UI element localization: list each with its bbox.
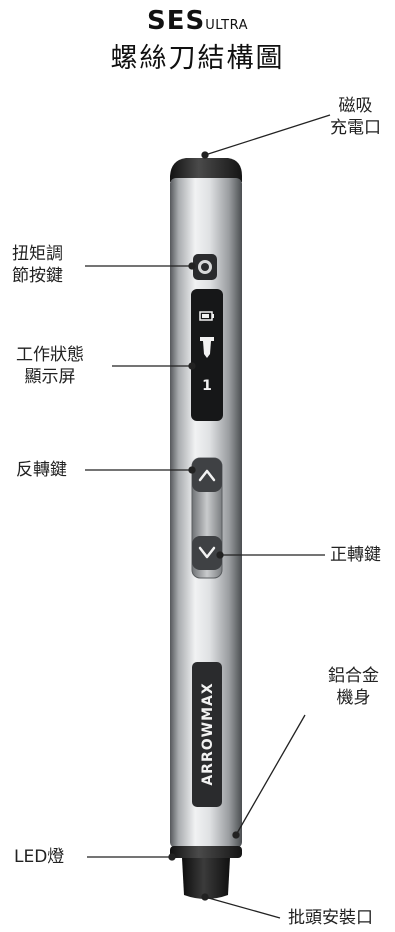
label-torque-button: 扭矩調 節按鍵 bbox=[12, 243, 63, 287]
battery-icon bbox=[199, 311, 214, 321]
status-display: 1 bbox=[191, 289, 223, 421]
torque-level-readout: 1 bbox=[202, 378, 212, 394]
top-cap bbox=[170, 158, 242, 182]
label-magnetic-charging-line1: 磁吸 bbox=[338, 96, 373, 116]
label-torque-button-line1: 扭矩調 bbox=[12, 244, 63, 264]
torque-button[interactable] bbox=[193, 254, 217, 280]
label-aluminum-body-line2: 機身 bbox=[336, 688, 371, 708]
bit-tip bbox=[182, 858, 230, 899]
label-status-display: 工作狀態 顯示屏 bbox=[16, 344, 84, 388]
bottom-ring bbox=[170, 846, 242, 858]
label-aluminum-body-line1: 鋁合金 bbox=[328, 666, 379, 686]
label-magnetic-charging-line2: 充電口 bbox=[330, 118, 381, 138]
reverse-button[interactable] bbox=[192, 458, 222, 492]
label-status-display-line1: 工作狀態 bbox=[16, 345, 84, 365]
brand-main: SES bbox=[146, 6, 206, 36]
screw-icon bbox=[200, 337, 214, 358]
label-led-light: LED燈 bbox=[14, 847, 65, 867]
arrowmax-badge: ARROWMAX bbox=[192, 662, 222, 807]
label-aluminum-body: 鋁合金 機身 bbox=[328, 665, 379, 709]
label-forward-button: 正轉鍵 bbox=[330, 545, 381, 565]
page-title: 螺絲刀結構圖 bbox=[110, 43, 285, 74]
forward-button[interactable] bbox=[192, 536, 222, 570]
brand-sub: ULTRA bbox=[205, 18, 249, 33]
chevron-up-icon bbox=[198, 469, 216, 482]
chevron-down-icon bbox=[198, 546, 216, 559]
label-torque-button-line2: 節按鍵 bbox=[12, 266, 63, 286]
arrowmax-logo: ARROWMAX bbox=[200, 682, 216, 785]
label-reverse-button: 反轉鍵 bbox=[16, 460, 67, 480]
label-magnetic-charging: 磁吸 充電口 bbox=[330, 95, 381, 139]
label-status-display-line2: 顯示屏 bbox=[24, 367, 76, 387]
label-bit-port: 批頭安裝口 bbox=[288, 908, 373, 928]
brand-logo: SESULTRA bbox=[0, 6, 395, 36]
leader-lines bbox=[85, 114, 331, 919]
